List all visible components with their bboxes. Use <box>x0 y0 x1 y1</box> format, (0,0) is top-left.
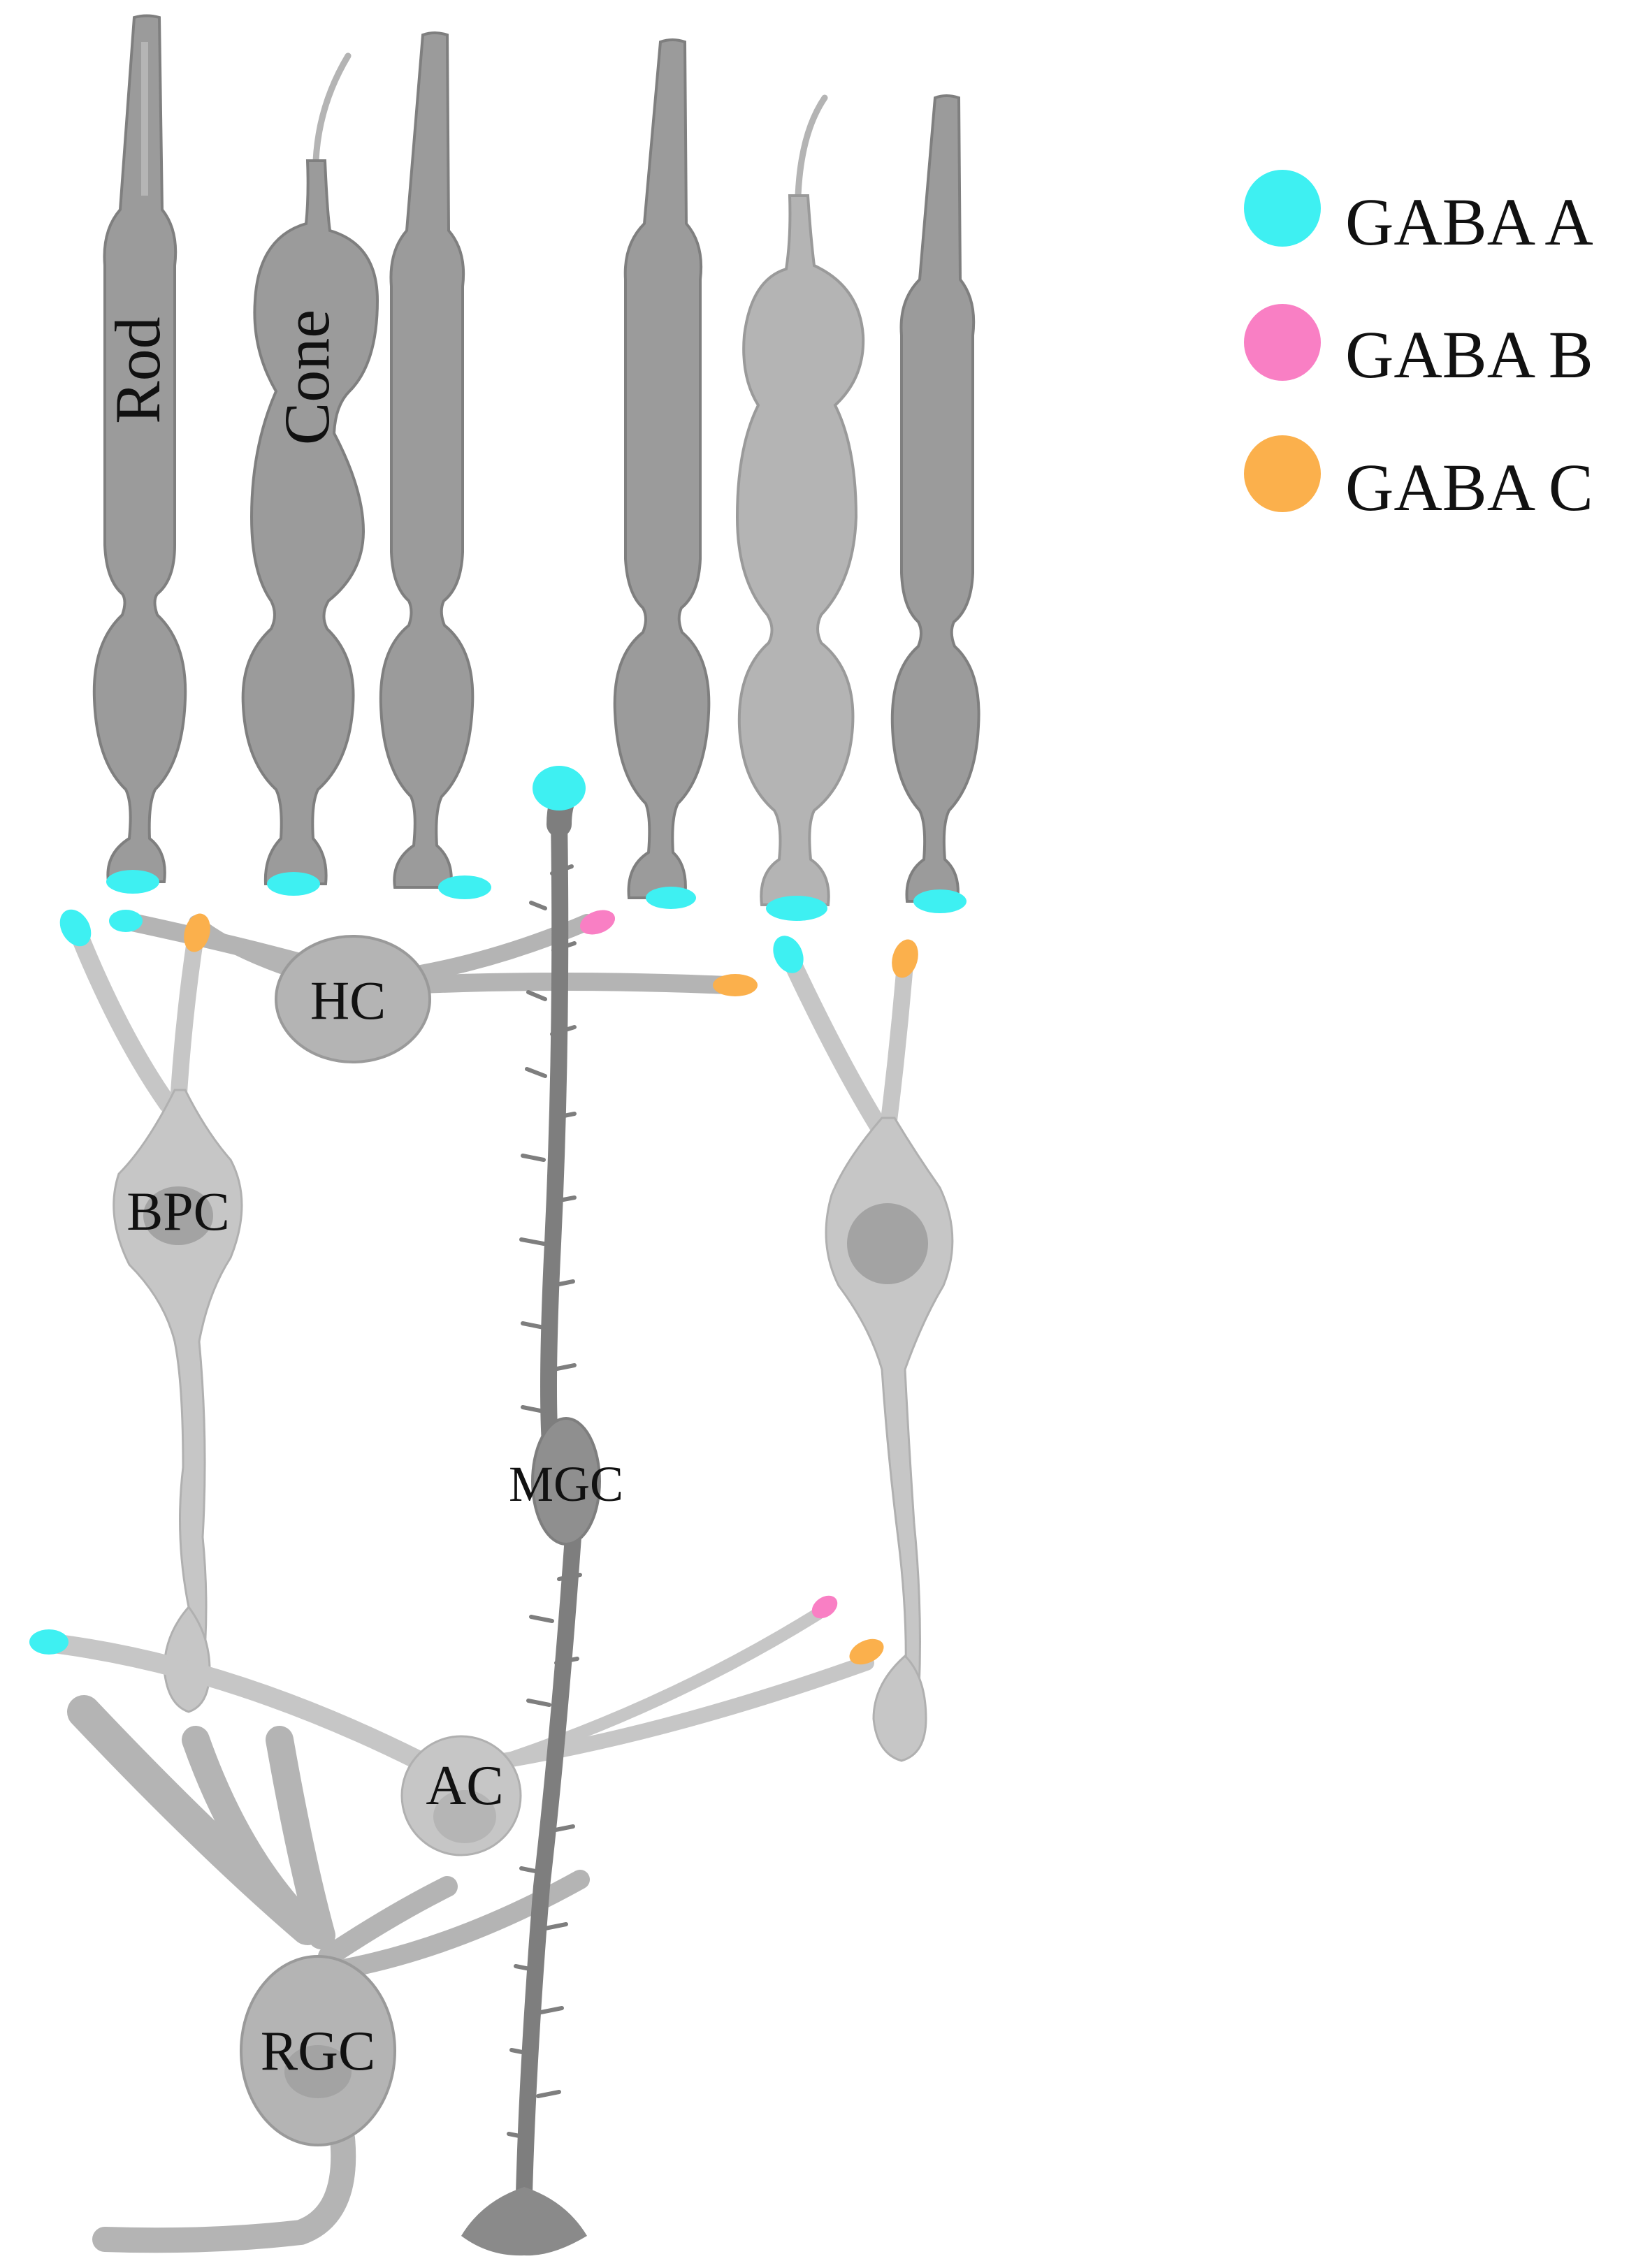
gaba-c-receptor <box>713 974 758 996</box>
bipolar-cell-right <box>781 948 954 1762</box>
gaba-c-receptor <box>892 939 918 978</box>
gaba-a-receptor <box>109 910 143 932</box>
photoreceptor-rod-2 <box>379 31 475 889</box>
label-cone: Cone <box>271 310 342 445</box>
gaba-a-receptor <box>646 887 696 909</box>
legend-item-gaba-b: GABA B <box>1244 304 1593 392</box>
gaba-a-receptor <box>267 872 320 896</box>
gaba-b-receptors <box>579 910 838 1619</box>
muller-cell-body <box>531 1417 601 1546</box>
gaba-c-receptor <box>184 913 210 952</box>
legend-item-gaba-c: GABA C <box>1244 435 1593 525</box>
gaba-a-receptor <box>773 936 804 973</box>
amacrine-cell <box>32 1608 874 1856</box>
gaba-c-receptor <box>849 1638 884 1665</box>
photoreceptor-layer <box>92 14 980 906</box>
gaba-a-receptor <box>59 909 92 947</box>
legend-swatch-gaba-c <box>1244 435 1321 512</box>
muller-spikes <box>507 864 582 2140</box>
legend-item-gaba-a: GABA A <box>1244 170 1593 259</box>
gaba-b-receptor <box>811 1595 838 1619</box>
gaba-a-receptor <box>106 870 159 894</box>
horizontal-cell-body <box>275 935 431 1063</box>
gaba-c-receptors <box>184 913 918 1665</box>
gaba-b-receptor <box>579 910 616 935</box>
label-hc: HC <box>310 970 386 1031</box>
photoreceptor-rod-1 <box>92 14 187 883</box>
label-rgc: RGC <box>261 2021 376 2082</box>
legend-label-gaba-a: GABA A <box>1345 184 1593 259</box>
legend: GABA A GABA B GABA C <box>1244 170 1593 525</box>
label-bpc: BPC <box>126 1181 229 1242</box>
label-rod: Rod <box>102 317 173 423</box>
legend-label-gaba-c: GABA C <box>1345 450 1593 525</box>
muller-end-foot <box>461 2187 587 2256</box>
legend-label-gaba-b: GABA B <box>1345 317 1593 392</box>
gaba-a-receptor <box>29 1629 68 1655</box>
label-ac: AC <box>426 1755 503 1817</box>
label-mgc: MGC <box>509 1456 623 1512</box>
photoreceptor-cone-1 <box>241 52 379 885</box>
bipolar-cell-left <box>68 920 243 1713</box>
photoreceptor-rod-3 <box>613 38 711 899</box>
legend-swatch-gaba-a <box>1244 170 1321 247</box>
gaba-a-receptor <box>913 889 967 913</box>
ganglion-cell <box>67 1695 590 2253</box>
gaba-a-receptors <box>29 766 967 1655</box>
muller-glial-cell <box>461 777 601 2256</box>
gaba-a-receptor <box>533 766 586 810</box>
gaba-a-receptor <box>766 896 827 921</box>
horizontal-cell <box>117 912 736 1063</box>
photoreceptor-cone-2 <box>735 94 865 906</box>
legend-swatch-gaba-b <box>1244 304 1321 381</box>
gaba-a-receptor <box>438 875 491 899</box>
photoreceptor-rod-4 <box>890 94 980 903</box>
